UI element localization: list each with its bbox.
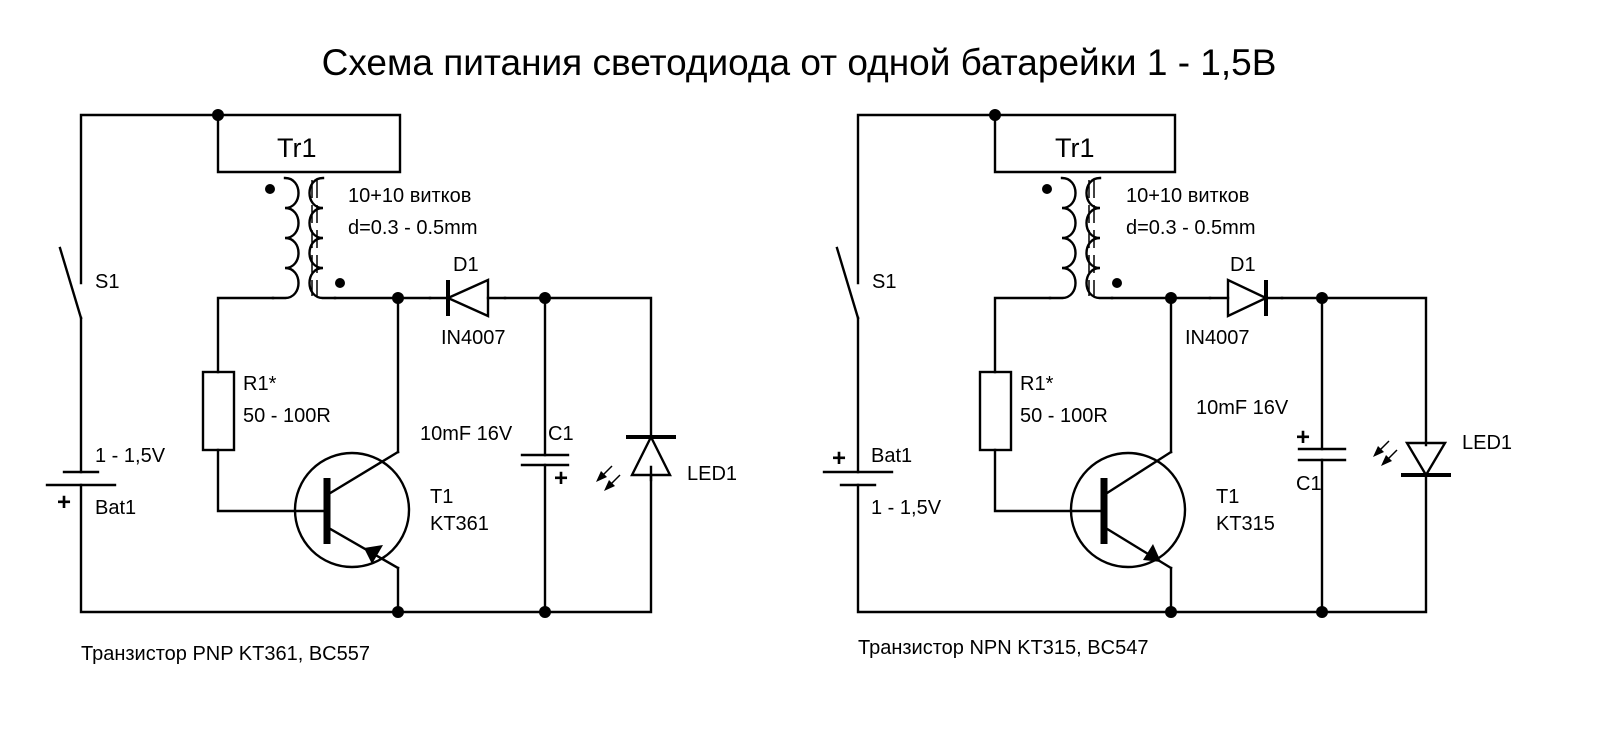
right-battery-plus: + (832, 445, 846, 472)
left-transistor-t1 (293, 450, 411, 570)
right-label-d1: D1 (1230, 254, 1256, 276)
right-label-led1: LED1 (1462, 432, 1512, 454)
left-capacitor-c1 (520, 453, 570, 467)
right-label-r1-value: 50 - 100R (1020, 405, 1108, 427)
page-title: Схема питания светодиода от одной батаре… (321, 42, 1277, 83)
right-label-winding-2: d=0.3 - 0.5mm (1126, 217, 1256, 239)
right-diode-d1 (1208, 278, 1284, 318)
left-wires (79, 113, 653, 614)
right-battery-bat1 (822, 470, 894, 487)
left-battery-bat1 (45, 470, 117, 487)
left-switch-s1 (58, 246, 83, 320)
left-caption: Транзистор PNP KT361, BC557 (81, 643, 370, 665)
right-label-diode-part: IN4007 (1185, 327, 1250, 349)
left-resistor-r1 (201, 370, 236, 452)
left-label-s1: S1 (95, 271, 119, 293)
right-circuit: Tr1 10+10 витков d=0.3 - 0.5mm S1 D1 IN4… (822, 109, 1512, 659)
left-label-winding-2: d=0.3 - 0.5mm (348, 217, 478, 239)
right-transformer-tr1 (1042, 176, 1122, 300)
left-label-t1-part: KT361 (430, 513, 489, 535)
left-label-cap-value: 10mF 16V (420, 423, 513, 445)
left-label-d1: D1 (453, 254, 479, 276)
left-label-c1: C1 (548, 423, 574, 445)
right-wires (856, 113, 1428, 614)
right-label-r1: R1* (1020, 373, 1054, 395)
right-label-t1: T1 (1216, 486, 1239, 508)
left-led1 (596, 434, 676, 491)
right-label-s1: S1 (872, 271, 896, 293)
right-cap-plus: + (1296, 424, 1310, 451)
left-cap-plus: + (554, 465, 568, 492)
left-label-bat1: Bat1 (95, 497, 136, 519)
left-label-r1-value: 50 - 100R (243, 405, 331, 427)
right-switch-s1 (835, 246, 860, 320)
left-label-tr1: Tr1 (277, 133, 317, 163)
right-label-winding-1: 10+10 витков (1126, 185, 1249, 207)
right-transistor-t1 (1069, 450, 1187, 570)
left-circuit: Tr1 10+10 витков d=0.3 - 0.5mm S1 D1 IN4… (45, 109, 737, 665)
right-capacitor-c1 (1297, 447, 1347, 462)
left-label-t1: T1 (430, 486, 453, 508)
left-label-battery-voltage: 1 - 1,5V (95, 445, 166, 467)
right-junction-dots (989, 109, 1328, 618)
right-led1 (1373, 440, 1451, 478)
left-label-winding-1: 10+10 витков (348, 185, 471, 207)
right-label-t1-part: KT315 (1216, 513, 1275, 535)
left-label-diode-part: IN4007 (441, 327, 506, 349)
right-caption: Транзистор NPN KT315, BC547 (858, 637, 1148, 659)
right-label-c1: C1 (1296, 473, 1322, 495)
right-resistor-r1 (978, 370, 1013, 452)
right-label-tr1: Tr1 (1055, 133, 1095, 163)
left-label-r1: R1* (243, 373, 277, 395)
left-junction-dots (212, 109, 551, 618)
right-label-cap-value: 10mF 16V (1196, 397, 1289, 419)
left-label-led1: LED1 (687, 463, 737, 485)
right-label-battery-voltage: 1 - 1,5V (871, 497, 942, 519)
left-battery-plus: + (57, 489, 71, 516)
right-label-bat1: Bat1 (871, 445, 912, 467)
left-transformer-tr1 (265, 176, 345, 300)
left-diode-d1 (428, 278, 507, 318)
